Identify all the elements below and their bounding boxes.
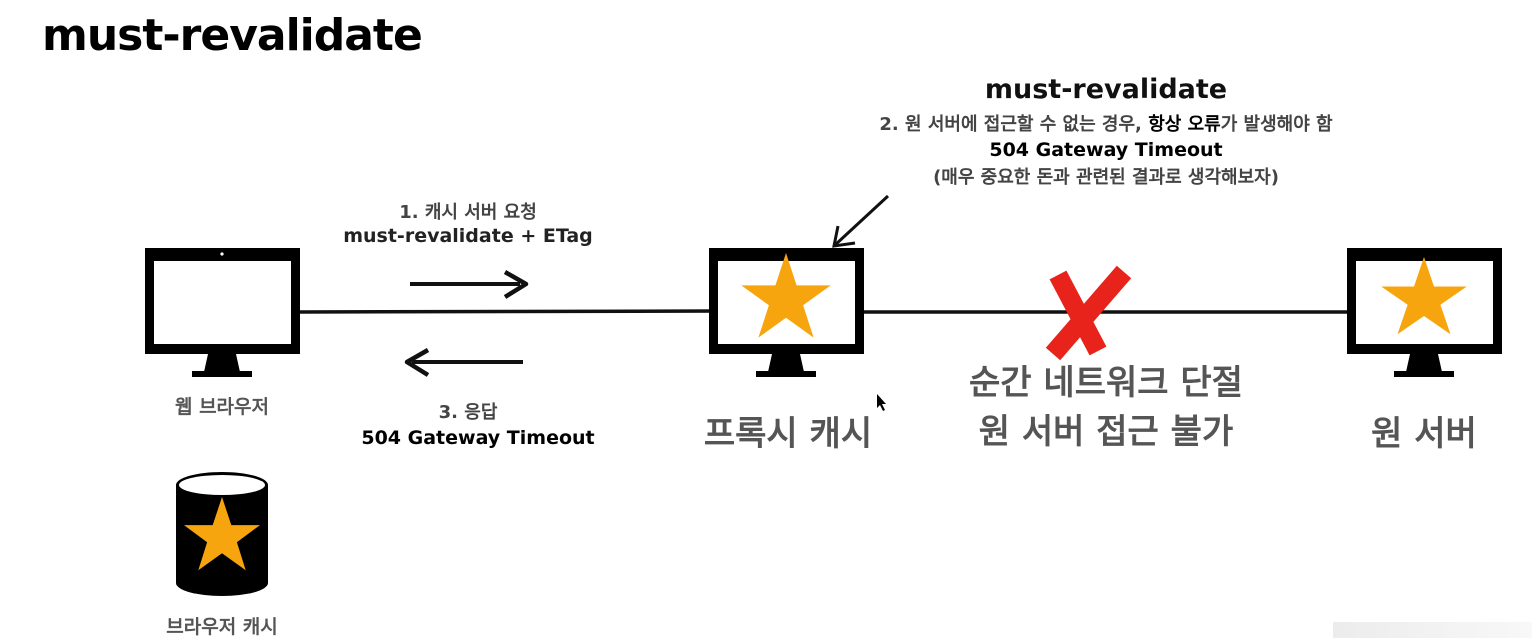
slide-title: must-revalidate	[42, 10, 423, 61]
mouse-cursor-icon	[877, 394, 886, 411]
outage-label-access: 원 서버 접근 불가	[978, 412, 1234, 452]
browser-label: 웹 브라우저	[174, 396, 269, 418]
corner-shade	[1333, 622, 1532, 638]
browser-cache-star-icon	[184, 497, 260, 571]
origin-server-label: 원 서버	[1371, 414, 1477, 454]
note-line-suffix: 가 발생해야 함	[1220, 114, 1333, 135]
proxy-cache-label: 프록시 캐시	[703, 414, 873, 454]
note-line-access-failure: 2. 원 서버에 접근할 수 없는 경우, 항상 오류가 발생해야 함	[806, 110, 1406, 136]
request-header-label: must-revalidate + ETag	[343, 225, 593, 247]
note-line-status: 504 Gateway Timeout	[989, 139, 1223, 161]
note-line-emphasis: 항상 오류	[1148, 114, 1221, 135]
origin-server-star-icon	[1381, 257, 1467, 335]
request-step-label: 1. 캐시 서버 요청	[399, 202, 537, 223]
note-title: must-revalidate	[984, 74, 1228, 105]
note-line-prefix: 2. 원 서버에 접근할 수 없는 경우,	[879, 114, 1142, 135]
outage-label-network: 순간 네트워크 단절	[969, 363, 1243, 403]
response-arrow-icon	[404, 348, 523, 377]
response-status-label: 504 Gateway Timeout	[361, 427, 595, 449]
response-step-label: 3. 응답	[438, 402, 498, 423]
browser-monitor-icon	[145, 248, 300, 377]
request-arrow-icon	[410, 270, 529, 299]
note-line-remark: (매우 중요한 돈과 관련된 결과로 생각해보자)	[933, 167, 1279, 188]
connection-broken-cross-icon	[1045, 265, 1132, 361]
pointer-arrow-icon	[832, 194, 890, 248]
proxy-cache-star-icon	[741, 253, 831, 338]
browser-cache-label: 브라우저 캐시	[166, 616, 278, 638]
